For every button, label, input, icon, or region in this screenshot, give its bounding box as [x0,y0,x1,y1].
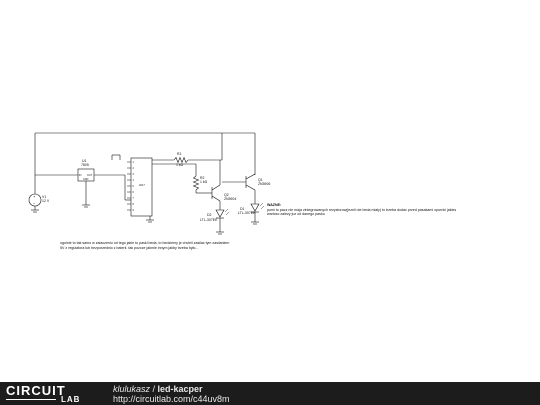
u1-regulator: U1 7805 IN OUT GND [77,159,95,182]
u2-pin-number: 7 [133,197,135,200]
general-line-1: ogolnie to tak samo w zalaczeniu od tego… [60,241,230,245]
d2-led: D2 LTL-307EE [200,208,230,222]
u2-pin-number: 2 [133,167,135,170]
svg-text:−: − [33,201,36,206]
u1-pin-gnd: GND [83,178,89,181]
ground-symbol-u2 [146,219,154,223]
ground-symbol-d2 [216,231,224,235]
d1-led: D1 LTL-307EE [238,202,265,215]
schematic-canvas: + − V1 12 V U1 7805 IN OUT GND 1 2 3 4 5 6 7 8 9… [28,132,270,235]
r1-ref-label: R1 [177,152,182,156]
q1-transistor: Q1 2N3906 [258,178,270,186]
r2-value-label: 1 kΩ [200,180,208,184]
u1-pin-in: IN [79,174,82,177]
u2-pin-number: 8 [133,203,135,206]
author-link[interactable]: klulukasz [113,384,151,394]
u2-pin-number: 1 [133,161,135,164]
r1-resistor: R1 1 kΩ [173,152,189,167]
warning-line-1: pomi to pacz nie maja zintegrowanych rez… [267,207,457,212]
circuit-name: led-kacper [157,384,203,394]
u2-pin-number: 4 [133,179,135,182]
d1-ref-label: D1 [240,207,245,211]
ground-symbol-v1 [31,209,39,213]
r2-ref-label: R2 [200,176,205,180]
warning-title: WAZNE: [267,203,282,207]
logo-underline [6,399,56,400]
u2-pin-number: 5 [133,185,135,188]
q2-transistor: Q2 2N3904 [224,193,236,201]
d2-part-label: LTL-307EE [200,218,218,222]
q2-part-label: 2N3904 [224,197,236,201]
r2-resistor: R2 1 kΩ [192,175,208,191]
v1-source: + − V1 12 V [28,193,50,207]
u1-part-label: 7805 [81,163,89,167]
u2-part-label: 4017 [139,183,145,187]
r1-value-label: 1 kΩ [176,163,184,167]
d2-ref-label: D2 [207,213,212,217]
svg-text:+: + [33,194,36,199]
q1-ref-label: Q1 [258,178,263,182]
v1-value-label: 12 V [42,199,50,203]
title-separator: / [150,384,158,394]
ground-symbol-d1 [251,221,259,225]
u2-pin-number: 9 [133,209,135,212]
d1-part-label: LTL-307EE [238,211,256,215]
logo-circuit-text: CIRCUIT [6,383,66,398]
u1-pin-out: OUT [87,174,93,177]
logo-lab-text: LAB [61,395,81,404]
q2-ref-label: Q2 [224,193,229,197]
warning-line-2: wartosc zalezy juz od danego pasku [267,212,325,217]
circuit-title: klulukasz / led-kacper [113,384,203,394]
u1-ref-label: U1 [82,159,87,163]
u2-pin-number: 3 [133,173,135,176]
u2-pin-number: 6 [133,191,135,194]
general-note: ogolnie to tak samo w zalaczeniu od tego… [60,241,229,250]
general-line-2: 5V z regulatora lub bezposrednio z bater… [60,245,199,250]
v1-ref-label: V1 [42,195,46,199]
u2-ic: 1 2 3 4 5 6 7 8 9 4017 [127,157,153,217]
footer-bar: CIRCUIT LAB klulukasz / led-kacper http:… [0,382,540,405]
warning-note: WAZNE: pomi to pacz nie maja zintegrowan… [267,203,456,217]
q1-part-label: 2N3906 [258,182,270,186]
circuit-url[interactable]: http://circuitlab.com/c44uv8m [113,394,230,404]
ground-symbol-u1 [82,204,90,208]
